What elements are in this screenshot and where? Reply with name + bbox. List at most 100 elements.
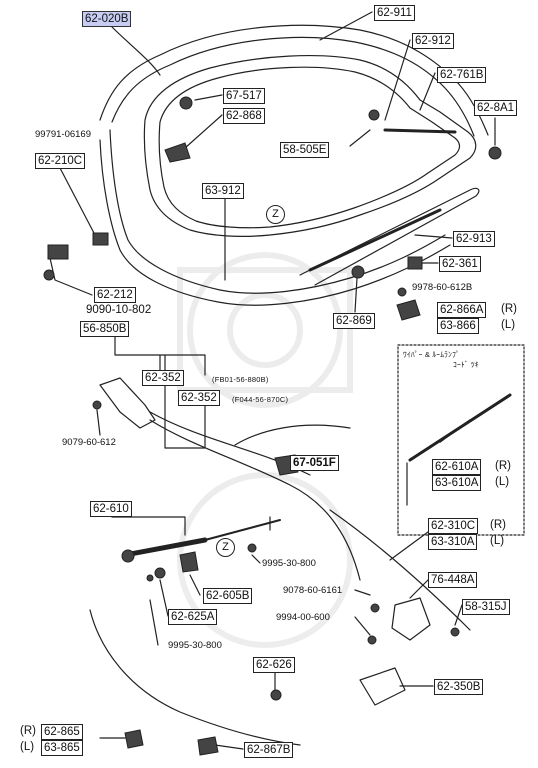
part-label-9978-60-612B[interactable]: 9978-60-612B xyxy=(412,282,473,293)
wiper-cord-note-line2: ｺｰﾄﾞ ﾂｷ xyxy=(453,360,479,369)
part-label-99791-06169[interactable]: 99791-06169 xyxy=(35,129,91,140)
cable-end-58315J xyxy=(450,627,460,637)
bolt-907960612 xyxy=(92,400,102,410)
bracket-56850B xyxy=(114,334,206,449)
part-label-9994-00-600[interactable]: 9994-00-600 xyxy=(276,612,330,623)
part-label-62-912[interactable]: 62-912 xyxy=(412,33,454,49)
part-label-62-610A[interactable]: 62-610A xyxy=(432,459,482,475)
part-label-62-610[interactable]: 62-610 xyxy=(90,501,132,517)
part-label-58-315J[interactable]: 58-315J xyxy=(462,599,510,615)
part-label-62-761B[interactable]: 62-761B xyxy=(437,67,487,83)
hinge-62210C xyxy=(92,232,109,246)
part-label-62-626[interactable]: 62-626 xyxy=(253,657,295,673)
part-label-62-605B[interactable]: 62-605B xyxy=(203,588,253,604)
part-label-62-867B[interactable]: 62-867B xyxy=(244,742,294,758)
part-label-62-212[interactable]: 62-212 xyxy=(94,287,136,303)
bumper-62605B xyxy=(179,551,199,573)
leader-62867B xyxy=(214,744,244,750)
part-label-9079-60-612[interactable]: 9079-60-612 xyxy=(62,437,116,448)
part-label-67-517[interactable]: 67-517 xyxy=(223,88,265,104)
leader-62913 xyxy=(414,234,453,239)
leader-67517 xyxy=(194,94,223,101)
leader-62761B xyxy=(419,72,436,111)
part-label-62-352-a[interactable]: 62-352 xyxy=(142,370,184,386)
leader-62912 xyxy=(384,39,411,121)
part-label-58-505E[interactable]: 58-505E xyxy=(280,142,330,158)
part-label-9995-30-800-b[interactable]: 9995-30-800 xyxy=(168,640,222,651)
leader-62605B xyxy=(189,574,201,596)
part-label-63-865[interactable]: 63-865 xyxy=(41,740,83,756)
part-label-62-210C[interactable]: 62-210C xyxy=(35,153,86,169)
weatherstrip-seal-2 xyxy=(99,139,451,306)
part-label-67-051F[interactable]: 67-051F xyxy=(290,455,339,471)
leader-62625A xyxy=(159,579,169,617)
leader-76448A xyxy=(409,579,429,599)
nut-999400600 xyxy=(367,635,377,645)
leader-58505E xyxy=(349,129,371,147)
watermark xyxy=(177,252,353,648)
detail-marker-z-bottom: Z xyxy=(216,538,235,557)
leader-999400600 xyxy=(354,616,371,636)
hinge-62212 xyxy=(47,244,69,260)
clip-58505E xyxy=(368,109,380,121)
end-62610 xyxy=(121,549,135,563)
leader-907860616 xyxy=(354,589,371,596)
bracket-62361 xyxy=(407,256,423,270)
bumper-67517 xyxy=(179,96,193,110)
bolt-997860612B xyxy=(397,287,407,297)
part-label-62-310C[interactable]: 62-310C xyxy=(428,518,479,534)
part-label-63-912[interactable]: 63-912 xyxy=(202,183,244,199)
wiper-cord-note-line1: ﾜｲﾊﾟｰ & ﾙｰﾑﾗﾝﾌﾟ xyxy=(403,350,460,359)
part-label-62-865[interactable]: 62-865 xyxy=(41,724,83,740)
lid-outer-panel xyxy=(99,24,489,136)
part-label-62-866A[interactable]: 62-866A xyxy=(437,302,487,318)
bracket-62610 xyxy=(111,516,271,536)
release-handle xyxy=(99,377,156,429)
bumper-62626 xyxy=(270,689,282,701)
gas-strut-corded-rod xyxy=(439,419,471,443)
part-label-62-625A[interactable]: 62-625A xyxy=(168,609,218,625)
qualifier-r-62-610A: (R) xyxy=(495,460,511,472)
qualifier-l-63-866: (L) xyxy=(501,319,516,331)
qualifier-l-63-865: (L) xyxy=(20,741,35,753)
gas-strut-rod xyxy=(204,519,281,541)
leader-62310C xyxy=(389,531,429,561)
part-label-62-8A1[interactable]: 62-8A1 xyxy=(474,100,518,116)
part-label-62-869[interactable]: 62-869 xyxy=(333,313,375,329)
fuel-cable xyxy=(234,424,351,446)
qualifier-l-63-310A: (L) xyxy=(490,535,505,547)
release-cable xyxy=(149,419,361,581)
part-label-76-448A[interactable]: 76-448A xyxy=(428,572,478,588)
part-label-56-850B[interactable]: 56-850B xyxy=(80,321,130,337)
qualifier-r-62-866A: (R) xyxy=(501,303,517,315)
qualifier-r-62-865: (R) xyxy=(20,725,36,737)
grommet-628A1 xyxy=(488,146,502,160)
part-note-fb01: (FB01-56-880B) xyxy=(212,375,269,384)
leader-62869 xyxy=(354,277,358,313)
part-label-62-352-b[interactable]: 62-352 xyxy=(178,390,220,406)
part-label-62-361[interactable]: 62-361 xyxy=(439,256,481,272)
wiper-cord-box xyxy=(397,344,525,536)
part-label-62-913[interactable]: 62-913 xyxy=(453,231,495,247)
body-ledge-strip xyxy=(308,208,442,272)
cap-62866A xyxy=(396,299,421,321)
part-label-62-911[interactable]: 62-911 xyxy=(374,5,415,21)
leader-58315J xyxy=(454,604,463,626)
top-seal-strip xyxy=(383,128,457,134)
part-label-62-020B[interactable]: 62-020B xyxy=(82,11,132,27)
nut-62212 xyxy=(43,269,55,281)
part-label-9078-60-6161[interactable]: 9078-60-6161 xyxy=(283,585,343,596)
detail-marker-z-top: Z xyxy=(266,205,285,224)
lid-inner-frame xyxy=(143,54,477,237)
part-label-62-868[interactable]: 62-868 xyxy=(223,108,265,124)
part-label-9995-30-800-a[interactable]: 9995-30-800 xyxy=(262,558,316,569)
washer-999530800b xyxy=(146,574,154,582)
lid-inner-frame-2 xyxy=(158,66,461,229)
part-label-63-310A[interactable]: 63-310A xyxy=(428,534,478,550)
qualifier-r-62-310C: (R) xyxy=(490,519,506,531)
part-label-63-610A[interactable]: 63-610A xyxy=(432,475,482,491)
part-label-9090-10-802[interactable]: 9090-10-802 xyxy=(86,304,152,316)
part-label-62-350B[interactable]: 62-350B xyxy=(434,679,484,695)
part-label-63-866[interactable]: 63-866 xyxy=(437,318,479,334)
nut-62625A xyxy=(154,567,166,579)
